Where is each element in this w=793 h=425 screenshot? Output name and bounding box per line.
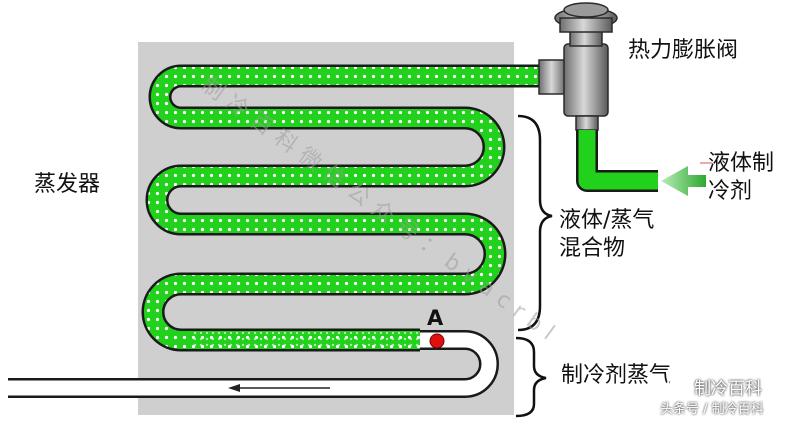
inlet-arrow-icon xyxy=(661,166,706,196)
vapor-label: 制冷剂蒸气 xyxy=(561,363,672,388)
evaporator-label: 蒸发器 xyxy=(34,172,101,197)
watermark-source: 头条号 / 制冷百科 xyxy=(660,402,764,417)
mixture-brace xyxy=(517,114,553,332)
liquid-inlet-pipe xyxy=(576,130,658,192)
mixture-coil xyxy=(141,64,560,352)
valve-label: 热力膨胀阀 xyxy=(628,38,739,63)
mixture-label-line2: 混合物 xyxy=(559,236,626,261)
point-a-marker xyxy=(429,333,445,349)
watermark-brand: 制冷百科 xyxy=(694,379,762,399)
liquid-refrigerant-label-line1: 液体制 xyxy=(708,151,775,176)
liquid-refrigerant-label-line2: 冷剂 xyxy=(708,179,753,204)
vapor-pipe xyxy=(8,330,499,398)
chat-bubble-icon xyxy=(667,375,689,395)
mixture-fade-streak xyxy=(190,332,420,348)
vapor-brace xyxy=(515,336,547,418)
mixture-label-line1: 液体/蒸气 xyxy=(559,208,655,233)
thermal-expansion-valve-icon xyxy=(538,2,618,131)
flow-direction-arrow xyxy=(228,384,330,392)
point-a-label: A xyxy=(427,306,444,330)
brand-watermark: 制冷百科 头条号 / 制冷百科 xyxy=(660,372,788,420)
